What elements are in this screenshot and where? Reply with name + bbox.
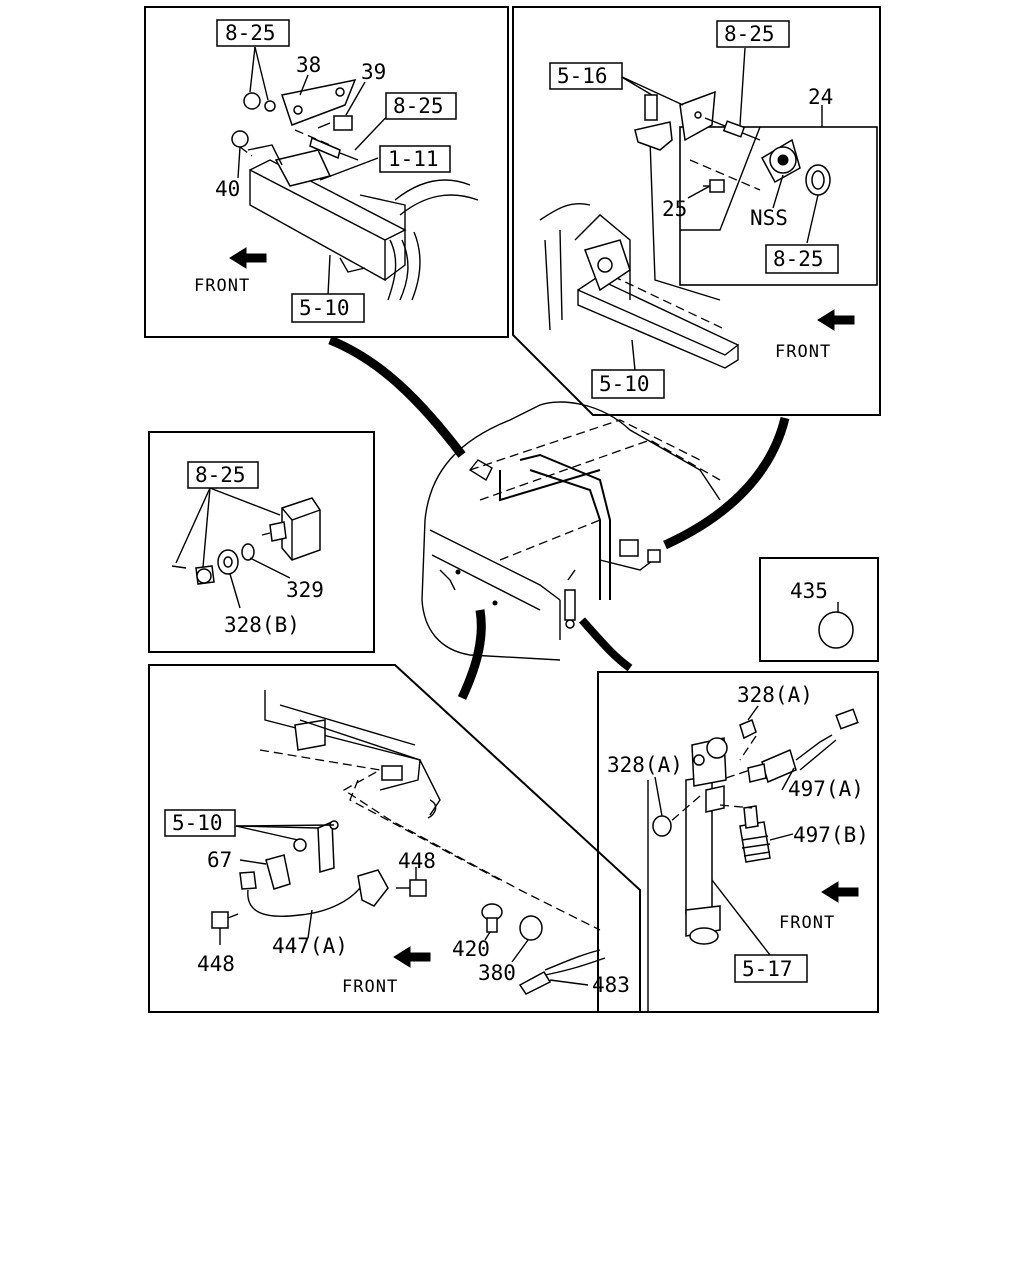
callout-328-b: 328(B) [224,613,300,637]
panel-bottom-left: 5-10 67 448 448 447(A) 420 380 483 FRONT [148,664,641,1013]
callout-5-10: 5-10 [299,296,350,320]
callout-40: 40 [215,177,240,201]
callout-8-25: 8-25 [195,463,246,487]
callout-497-b: 497(B) [793,823,869,847]
callout-329: 329 [286,578,324,602]
callout-447-a: 447(A) [272,934,348,958]
callout-8-25: 8-25 [724,22,775,46]
panel-top-left: 8-25 38 39 8-25 1-11 40 FRONT 5-10 [144,6,509,338]
front-label: FRONT [194,276,250,296]
front-label: FRONT [779,913,835,933]
callout-448: 448 [398,849,436,873]
callout-328-a: 328(A) [607,753,683,777]
panel-top-right: 8-25 5-16 24 25 NSS 8-25 FRONT 5-10 [512,6,881,416]
callout-24: 24 [808,85,833,109]
callout-5-10: 5-10 [172,811,223,835]
callout-328-a: 328(A) [737,683,813,707]
callout-497-a: 497(A) [788,777,864,801]
callout-5-10: 5-10 [599,372,650,396]
callout-420: 420 [452,937,490,961]
callout-8-25: 8-25 [773,247,824,271]
callout-nss: NSS [750,206,788,230]
callout-5-16: 5-16 [557,64,608,88]
callout-1-11: 1-11 [388,147,439,171]
panel-435: 435 [759,557,879,662]
front-label: FRONT [775,342,831,362]
front-label: FRONT [342,977,398,997]
callout-8-25: 8-25 [393,94,444,118]
callout-38: 38 [296,53,321,77]
callout-380: 380 [478,961,516,985]
callout-67: 67 [207,848,232,872]
callout-25: 25 [662,197,687,221]
panel-bottom-right: 328(A) 328(A) 497(A) 497(B) FRONT 5-17 [597,671,879,1013]
callout-5-17: 5-17 [742,957,793,981]
callout-8-25: 8-25 [225,21,276,45]
callout-448: 448 [197,952,235,976]
panel-middle-left: 8-25 329 328(B) [148,431,375,653]
callout-39: 39 [361,60,386,84]
cab-illustration [421,401,721,661]
connector-arcs [328,335,790,700]
callout-435: 435 [790,579,828,603]
